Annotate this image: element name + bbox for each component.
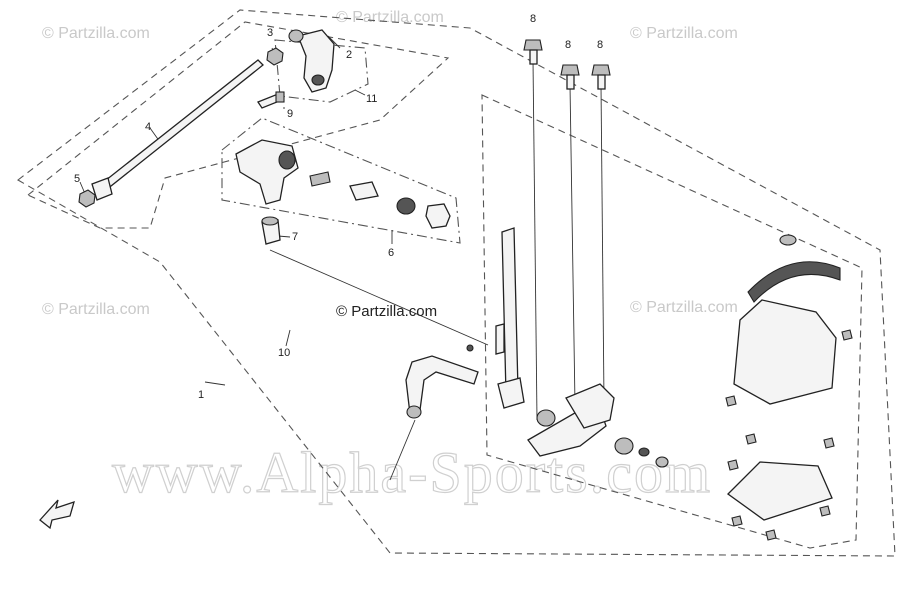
leader-10 <box>285 329 291 347</box>
leader-lines <box>79 35 605 481</box>
selector-cam <box>565 383 615 429</box>
callout-8-right: 8 <box>597 39 603 51</box>
bell-crank-arm <box>405 355 479 415</box>
shift-knob-assembly <box>235 139 451 229</box>
knob-housing <box>235 139 299 205</box>
callout-7: 7 <box>292 231 298 243</box>
bolt-8-right <box>591 64 611 90</box>
selector-washer <box>638 447 650 457</box>
selector-nut <box>655 456 669 468</box>
connector-line-a <box>269 249 489 346</box>
bell-crank-pin <box>466 344 474 352</box>
cover-screw-1 <box>841 329 853 341</box>
housing-cover <box>733 299 837 405</box>
base-screw-5 <box>765 529 777 541</box>
partzilla-watermark-top-center: © Partzilla.com <box>336 9 444 26</box>
bushing-top <box>261 216 279 226</box>
assembly-1-boundary <box>17 9 896 557</box>
bell-crank-pivot <box>406 405 422 419</box>
bolt-9-head <box>275 91 285 103</box>
callout-9: 9 <box>287 108 293 120</box>
callout-3: 3 <box>267 27 273 39</box>
base-screw-6 <box>819 505 831 517</box>
callout-8-middle: 8 <box>565 39 571 51</box>
bolt-8-middle <box>560 64 580 90</box>
leader-2 <box>327 35 341 49</box>
detent-spring <box>309 171 331 187</box>
callout-2: 2 <box>346 49 352 61</box>
bolt-8-right-head <box>591 64 611 76</box>
connector-line-b <box>389 419 416 481</box>
knob-bore <box>278 150 296 170</box>
bolt-8-left <box>523 39 543 65</box>
bolt-axis-3 <box>600 84 605 403</box>
front-direction-arrow-icon <box>39 499 75 530</box>
shift-shaft-tube <box>501 227 519 395</box>
bell-crank <box>405 344 479 419</box>
shift-housing <box>725 234 853 541</box>
bushing-7 <box>261 216 281 245</box>
alpha-sports-watermark: www.Alpha-Sports.com <box>112 440 712 505</box>
callout-11: 11 <box>366 93 377 105</box>
shift-rod <box>91 59 264 201</box>
hex-nut-3 <box>266 47 284 66</box>
housing-seal-strip <box>747 261 841 303</box>
detent-washer <box>396 197 416 215</box>
bolt-axis-2 <box>569 84 576 406</box>
callout-1: 1 <box>198 389 204 401</box>
assembly-6-boundary <box>221 117 461 244</box>
bolts-8 <box>523 39 611 90</box>
callout-10: 10 <box>278 347 290 359</box>
watermark-layer: © Partzilla.com © Partzilla.com © Partzi… <box>42 9 738 506</box>
selector-roller <box>536 409 556 427</box>
cover-screw-2 <box>725 395 737 407</box>
base-screw-1 <box>745 433 757 445</box>
callout-numbers: 1 2 3 4 5 6 7 8 8 8 9 10 11 <box>74 13 603 401</box>
shaft-foot <box>497 377 525 409</box>
leader-11 <box>354 89 366 96</box>
nut-5 <box>78 189 96 208</box>
callout-4: 4 <box>145 121 151 133</box>
base-screw-2 <box>823 437 835 449</box>
base-screw-4 <box>731 515 743 527</box>
partzilla-watermark-center: © Partzilla.com <box>336 303 437 320</box>
base-screw-3 <box>727 459 739 471</box>
partzilla-watermark-mid-left: © Partzilla.com <box>42 301 150 318</box>
lever-pivot-boss <box>288 29 304 43</box>
hex-nut-5 <box>78 189 96 208</box>
assembly-11-boundary <box>274 39 369 103</box>
bolt-8-right-shank <box>597 74 606 90</box>
detent-plunger <box>349 181 379 201</box>
lever-bore <box>311 74 325 86</box>
shift-shaft <box>495 227 525 409</box>
bolt-8-middle-head <box>560 64 580 76</box>
leader-1 <box>204 381 226 386</box>
callout-8-left: 8 <box>530 13 536 25</box>
bolt-9 <box>257 91 285 109</box>
gearshift-housing-boundary <box>481 94 863 549</box>
partzilla-watermark-top-right: © Partzilla.com <box>630 25 738 42</box>
lever-arm-body <box>297 29 335 93</box>
partzilla-watermark-top-left: © Partzilla.com <box>42 25 150 42</box>
selector-bushing <box>614 437 634 455</box>
shift-lever-arm <box>288 29 335 93</box>
nut-3 <box>266 47 284 66</box>
callout-5: 5 <box>74 173 80 185</box>
selector-assembly <box>527 383 669 468</box>
bolt-8-left-head <box>523 39 543 51</box>
partzilla-watermark-mid-right: © Partzilla.com <box>630 299 738 316</box>
shaft-bracket <box>495 323 505 355</box>
housing-grommet <box>779 234 797 246</box>
bolt-8-left-shank <box>529 49 538 65</box>
bolt-8-middle-shank <box>566 74 575 90</box>
housing-base-plate <box>727 461 833 521</box>
front-arrow-shape <box>39 499 75 530</box>
bolt-axis-1 <box>532 59 538 421</box>
callout-6: 6 <box>388 247 394 259</box>
detent-cap <box>425 203 451 229</box>
